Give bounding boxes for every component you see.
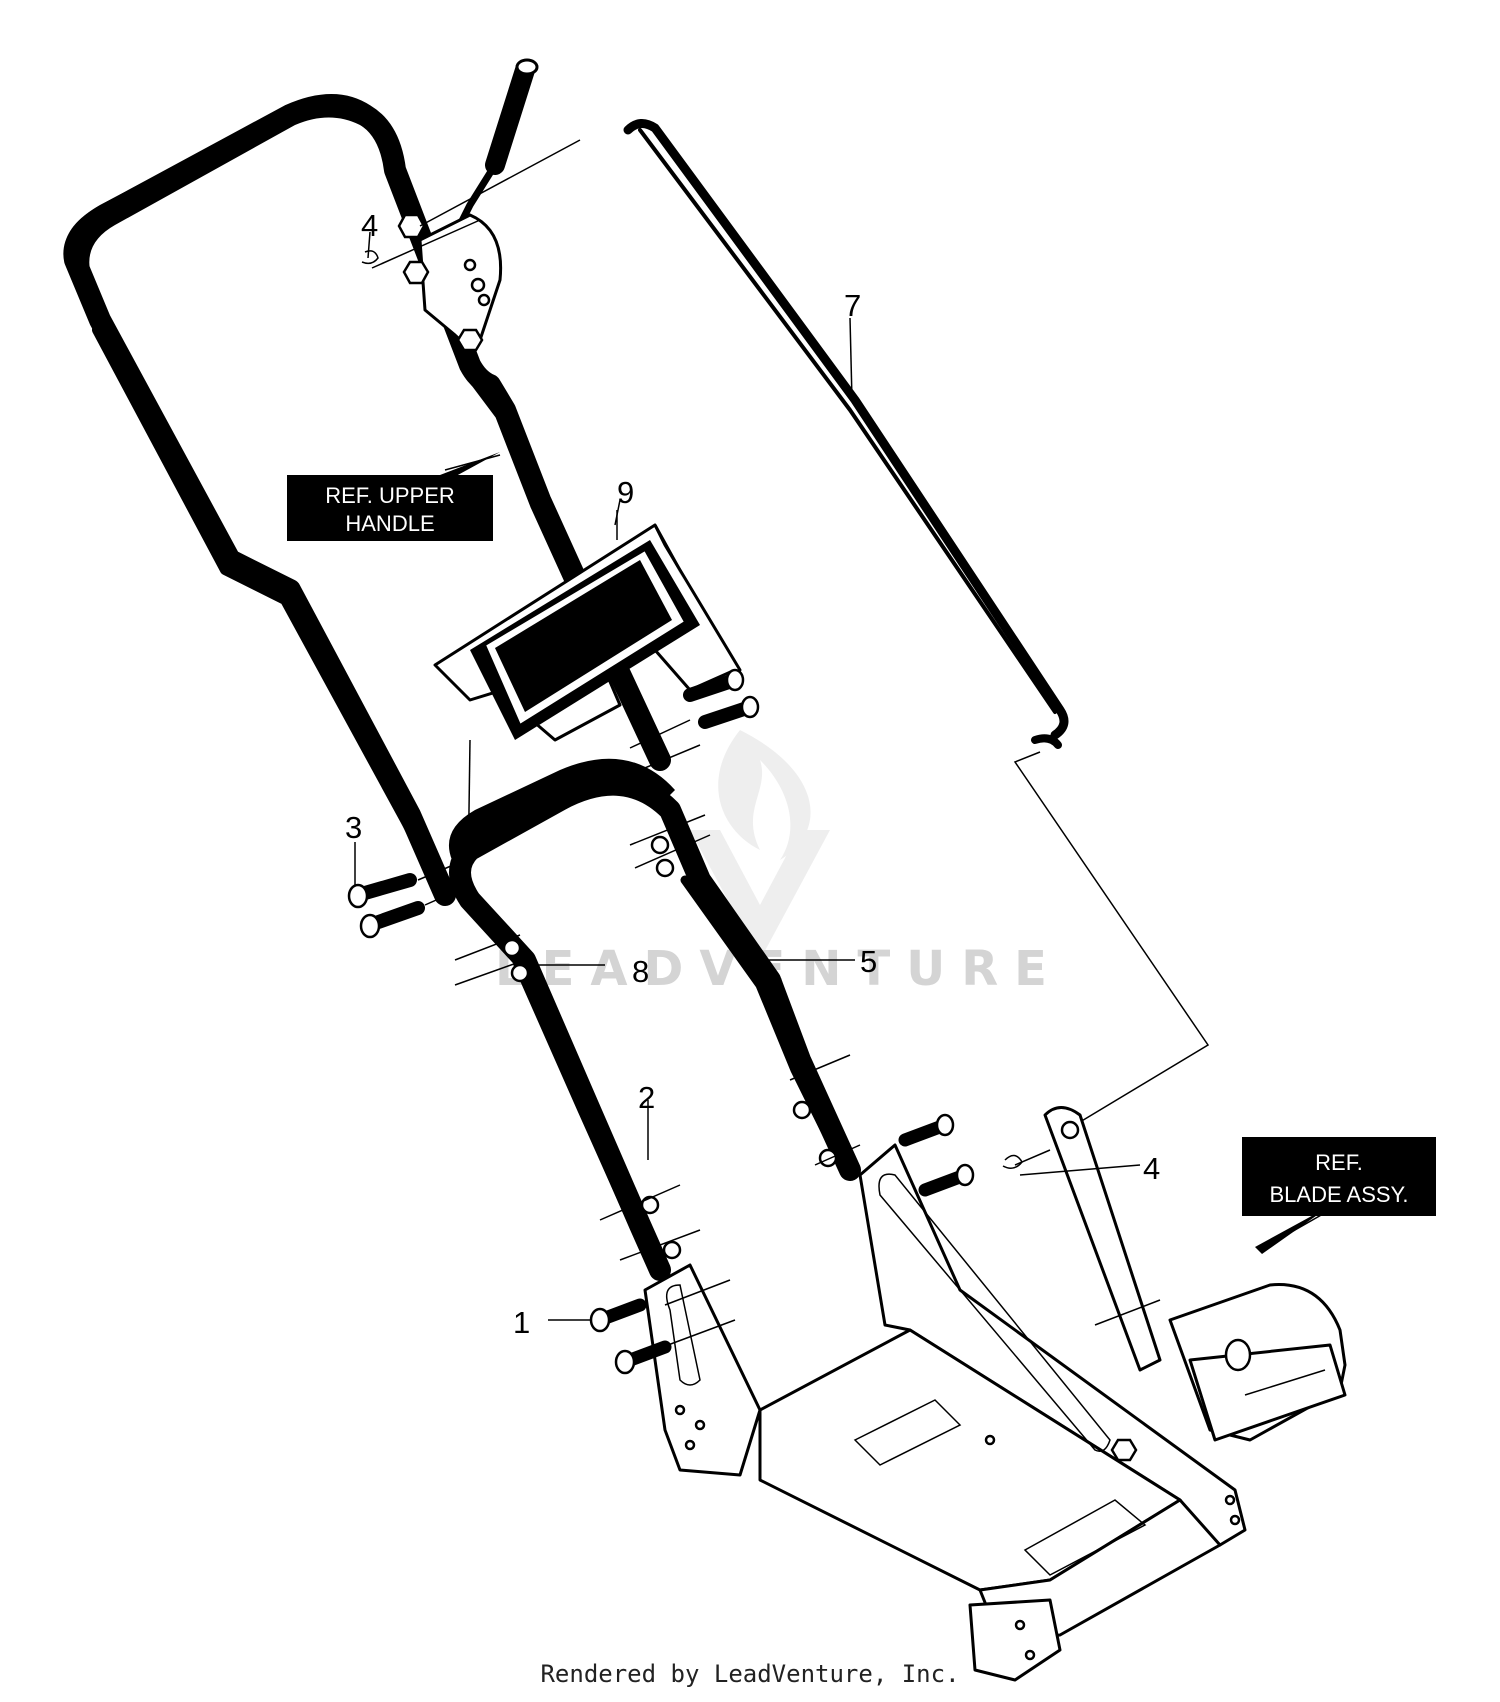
svg-text:REF. UPPER: REF. UPPER [325,483,455,508]
svg-text:BLADE ASSY.: BLADE ASSY. [1269,1182,1408,1207]
bolts-frame-right [898,1113,975,1197]
bolts-bracket [467,668,760,881]
callout-3: 3 [345,810,362,845]
control-rod [623,119,1210,1126]
bolts-item-1 [589,1279,736,1375]
callout-5: 5 [860,944,877,979]
lever-hardware [361,139,581,352]
handle-frame [643,1143,1247,1682]
svg-text:HANDLE: HANDLE [345,511,434,536]
callout-4-right: 4 [1143,1151,1160,1186]
handle-bracket [433,499,742,742]
leader-lines [354,231,1331,1321]
callout-7: 7 [844,288,861,323]
lower-handle-hardware [454,814,861,1261]
footer-credit: Rendered by LeadVenture, Inc. [540,1660,960,1688]
lower-handle [448,758,861,1281]
callout-1: 1 [513,1305,530,1340]
callout-2: 2 [638,1080,655,1115]
callout-9: 9 [617,475,634,510]
clip-pin-right [1002,1149,1141,1176]
watermark-logo [690,730,830,960]
ref-blade-assy-label: REF. BLADE ASSY. [1242,1137,1436,1216]
control-lever [418,58,539,346]
callout-4-top: 4 [361,208,378,243]
svg-text:REF.: REF. [1315,1150,1363,1175]
ref-upper-handle-label: REF. UPPER HANDLE [287,475,493,541]
callout-8: 8 [632,954,649,989]
bolts-item-3 [347,859,471,939]
blade-link-arm [1043,1106,1347,1442]
